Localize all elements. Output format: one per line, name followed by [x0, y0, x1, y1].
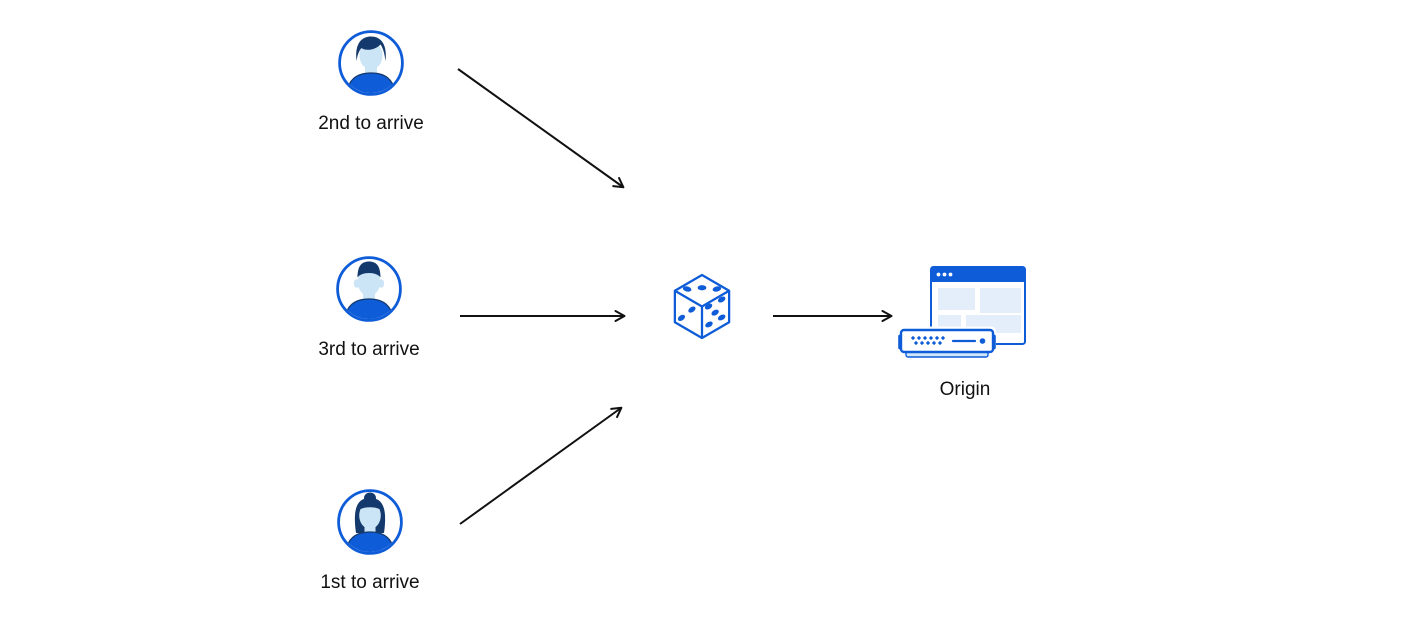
server-icon	[898, 326, 996, 358]
man-flattop-avatar-icon	[336, 256, 402, 322]
arrow-client-1st-to-dice	[459, 406, 623, 525]
client-label: 2nd to arrive	[318, 113, 424, 134]
browser-window-icon	[930, 266, 1026, 345]
client-node-1st: 1st to arrive	[300, 489, 440, 594]
client-node-3rd: 3rd to arrive	[299, 256, 439, 361]
client-node-2nd: 2nd to arrive	[301, 30, 441, 135]
dice-node	[667, 268, 737, 350]
woman-avatar-icon	[337, 489, 403, 555]
dice-icon	[673, 273, 731, 340]
client-label: 3rd to arrive	[318, 339, 420, 360]
origin-node: Origin	[898, 266, 1032, 406]
origin-label: Origin	[939, 379, 991, 400]
arrow-client-2nd-to-dice	[457, 68, 625, 189]
man-avatar-icon	[338, 30, 404, 96]
client-label: 1st to arrive	[320, 572, 420, 593]
